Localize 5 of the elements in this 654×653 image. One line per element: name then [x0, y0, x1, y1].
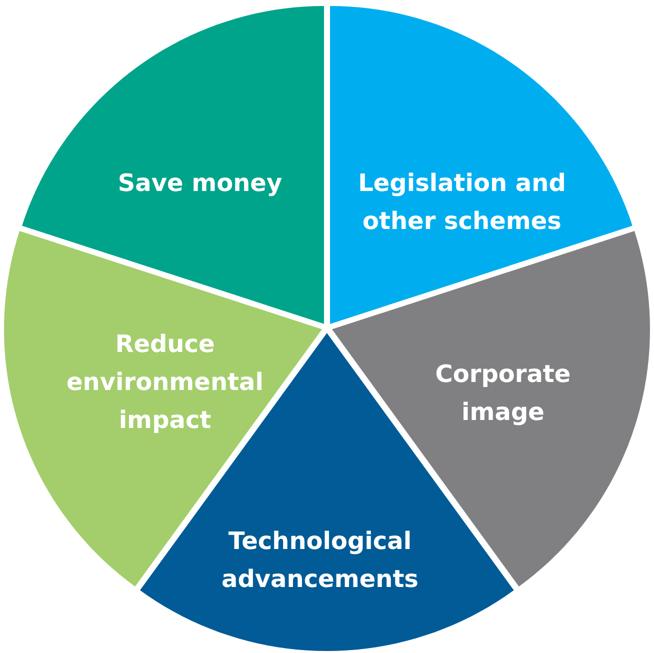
- segment-label: Reduce environmental impact: [66, 328, 264, 436]
- segment-label: Corporate image: [434, 358, 572, 428]
- segment-label: Legislation and other schemes: [357, 168, 567, 237]
- segment-label: Save money: [116, 168, 284, 199]
- segment-label: Technological advancements: [220, 526, 420, 595]
